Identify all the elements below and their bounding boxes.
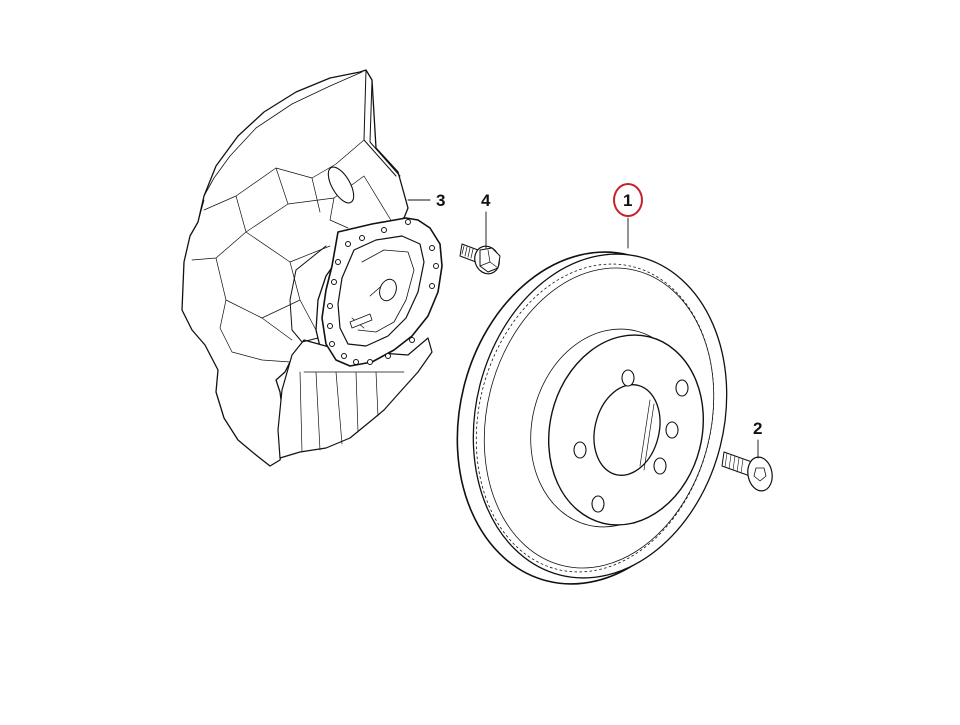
callout-1[interactable]: 1	[623, 191, 633, 210]
callout-2[interactable]: 2	[753, 419, 763, 438]
splash-guard-part[interactable]	[181, 69, 443, 467]
callout-3[interactable]: 3	[436, 191, 446, 210]
hex-socket-screw-part[interactable]	[721, 451, 775, 493]
callout-4[interactable]: 4	[481, 191, 491, 210]
brake-disc-part[interactable]	[423, 224, 760, 612]
highlight-circle	[613, 183, 643, 217]
flange-bolt-part[interactable]	[459, 243, 503, 278]
